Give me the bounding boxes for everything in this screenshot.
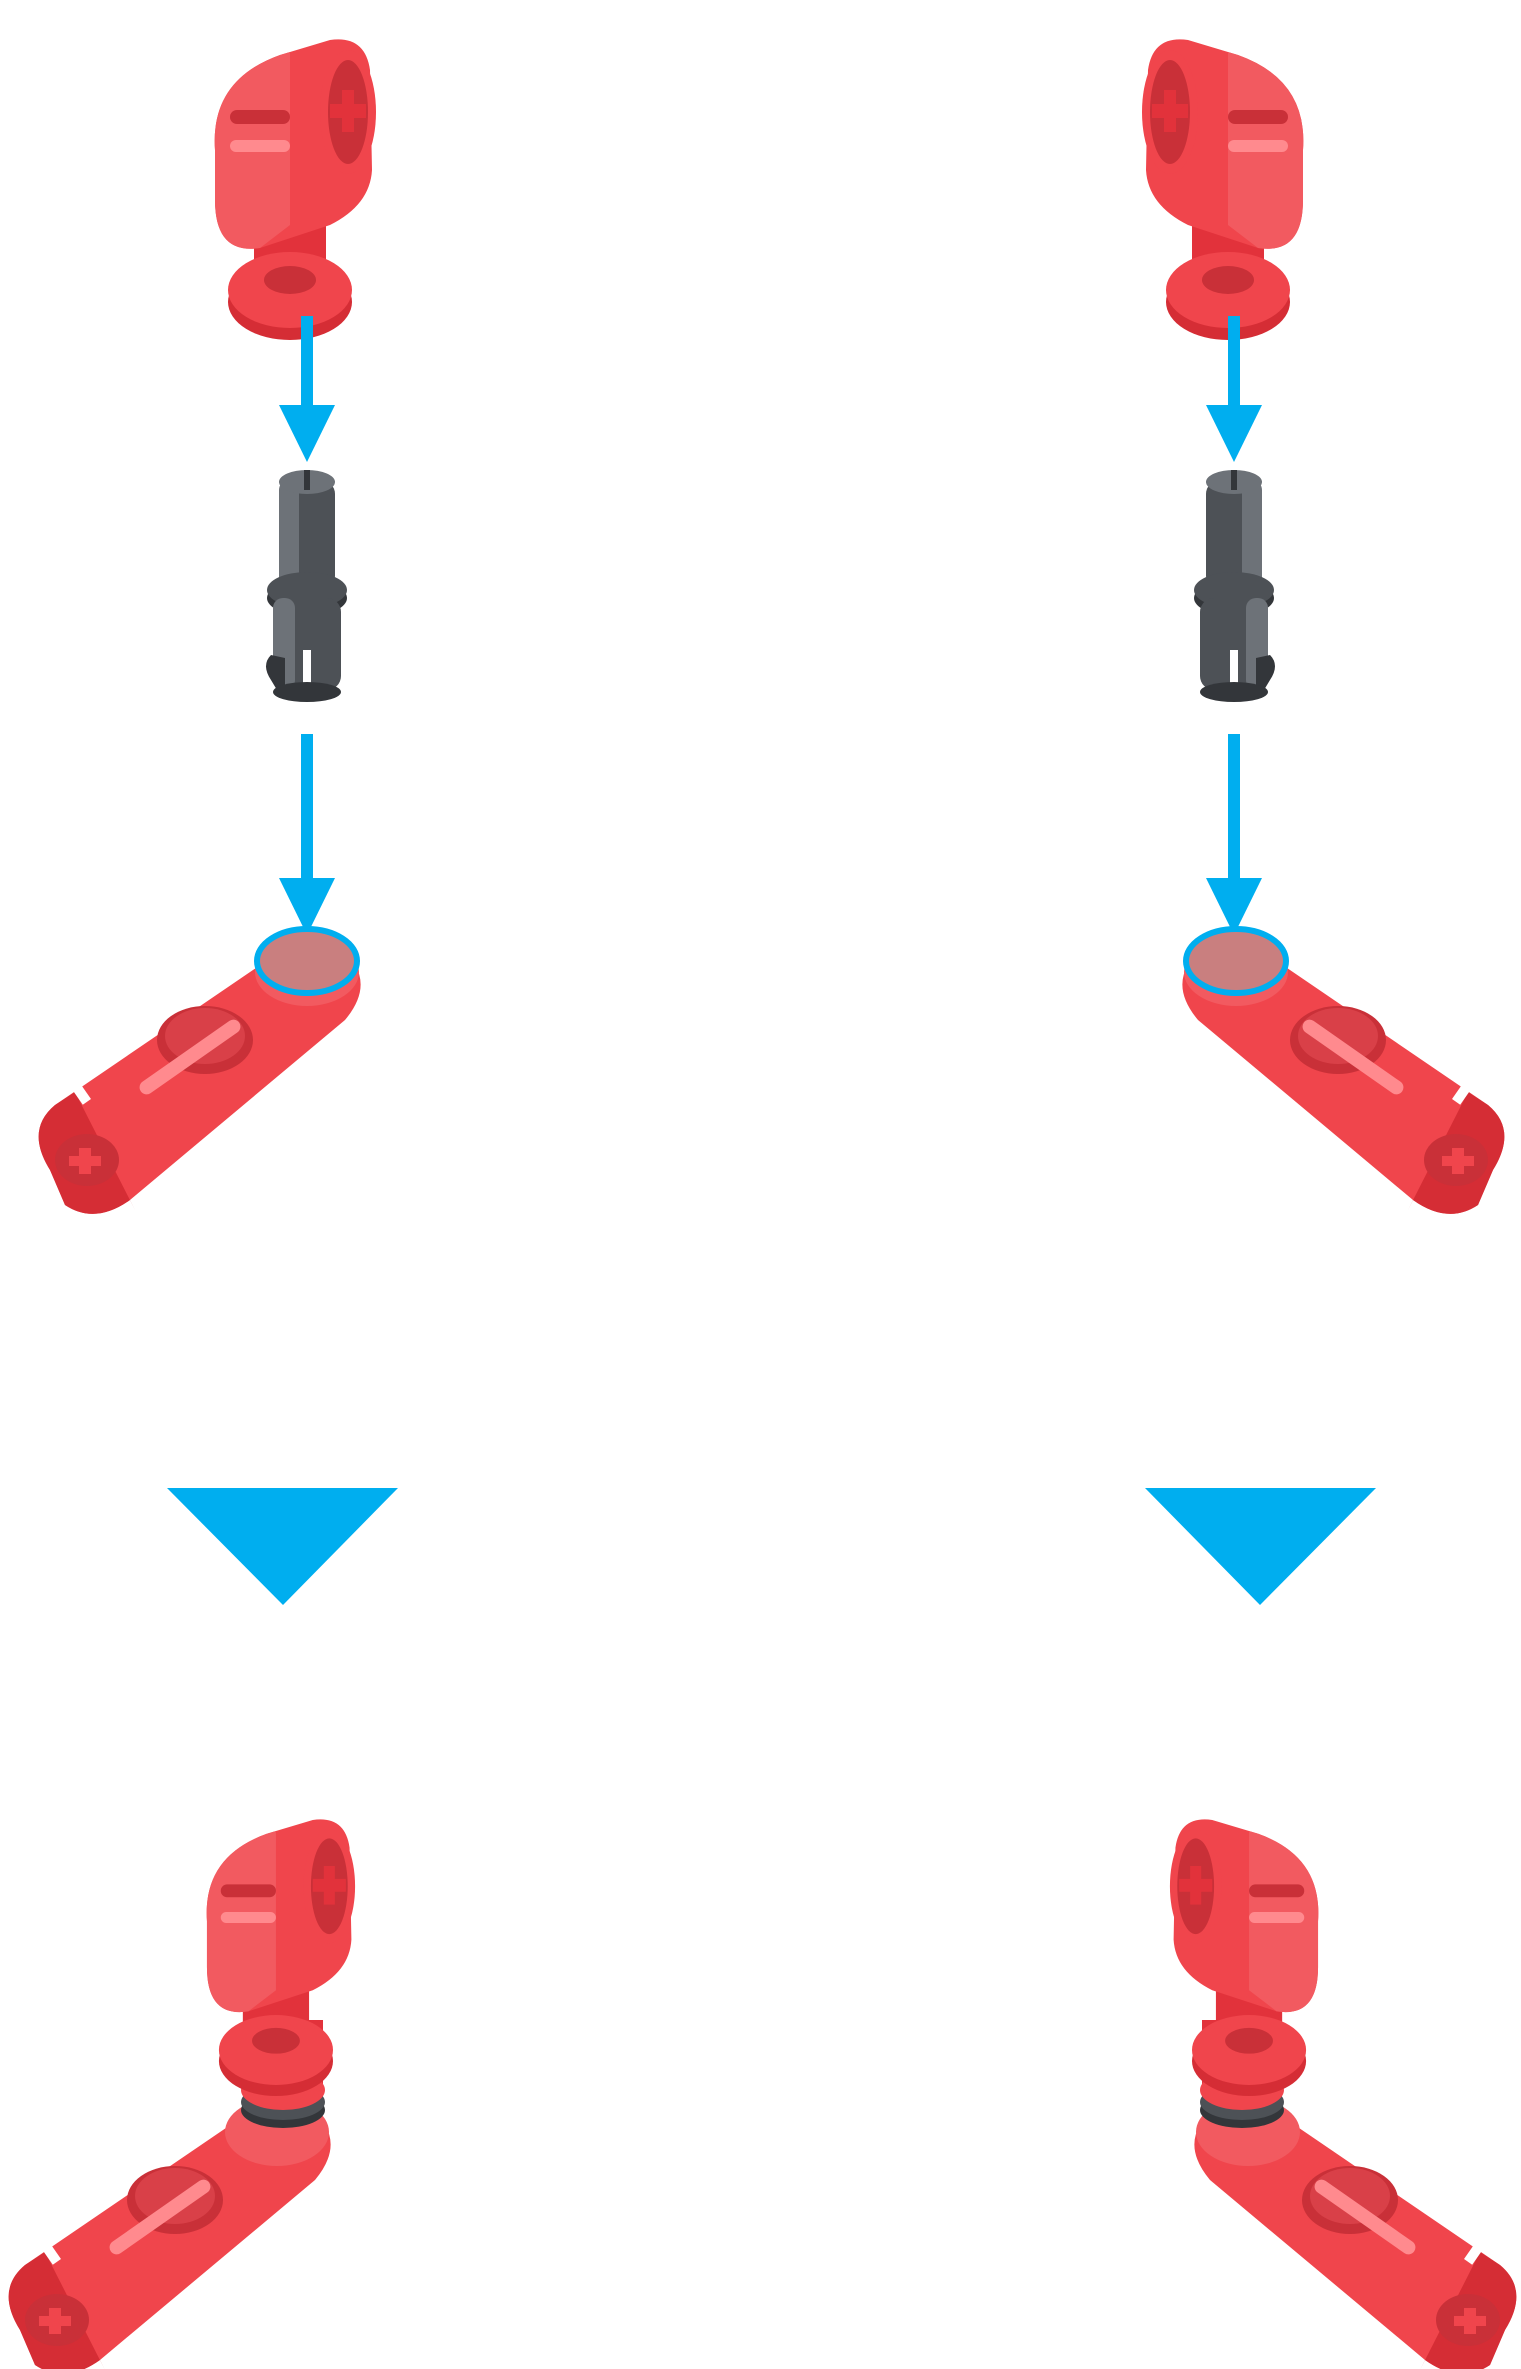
result-triangle-right [1145,1488,1376,1605]
right-column [1142,39,1516,2369]
result-triangle-left [167,1488,398,1605]
left-column [9,39,398,2369]
target-hole-right [1186,929,1286,993]
arrow-pin-to-beam-left [279,734,335,935]
target-hole-left [257,929,357,993]
assembled-unit-right [1170,1819,1516,2369]
connector-block-right [1142,39,1303,340]
pin-right [1194,470,1275,702]
arrow-pin-to-beam-right [1206,734,1262,935]
pin-left [266,470,347,702]
assembled-unit-left [9,1819,355,2369]
connector-block-left [215,39,376,340]
